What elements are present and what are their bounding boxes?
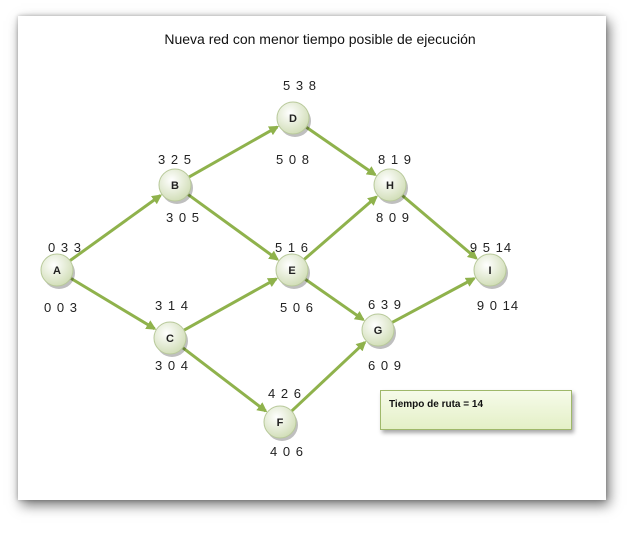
node-B-bottom-values: 3 0 5: [166, 210, 200, 225]
node-H-label: H: [386, 180, 394, 192]
edge-E-G: [304, 277, 365, 321]
node-H-top-values: 8 1 9: [378, 152, 412, 167]
node-C: [153, 321, 187, 355]
node-C-top-values: 3 1 4: [155, 298, 189, 313]
node-A-label: A: [53, 265, 61, 277]
node-C-label: C: [166, 333, 174, 345]
edge-E-H: [303, 195, 378, 261]
node-I: [473, 253, 507, 287]
node-E-label: E: [288, 265, 295, 277]
edge-C-F: [181, 346, 268, 413]
node-B: [158, 168, 192, 202]
node-D-bottom-values: 5 0 8: [276, 152, 310, 167]
edge-B-D: [188, 125, 280, 179]
node-H: [373, 168, 407, 202]
node-F-bottom-values: 4 0 6: [270, 444, 304, 459]
node-E-bottom-values: 5 0 6: [280, 300, 314, 315]
node-E-top-values: 5 1 6: [275, 240, 309, 255]
edge-C-E: [183, 277, 279, 332]
route-time-text: Tiempo de ruta = 14: [389, 399, 484, 410]
diagram-title: Nueva red con menor tiempo posible de ej…: [164, 31, 476, 47]
node-E: [275, 253, 309, 287]
edge-F-G: [290, 340, 367, 413]
edge-H-I: [401, 194, 478, 260]
node-G: [361, 313, 395, 347]
edge-D-H: [305, 125, 377, 177]
node-A-top-values: 0 3 3: [48, 240, 82, 255]
node-B-top-values: 3 2 5: [158, 152, 192, 167]
edge-A-C: [69, 276, 157, 331]
node-A-bottom-values: 0 0 3: [44, 300, 78, 315]
edge-A-B: [69, 194, 163, 262]
edge-G-I: [391, 277, 476, 324]
node-F-label: F: [277, 417, 284, 429]
node-G-top-values: 6 3 9: [368, 297, 402, 312]
node-H-bottom-values: 8 0 9: [376, 210, 410, 225]
node-C-bottom-values: 3 0 4: [155, 358, 189, 373]
node-I-label: I: [488, 265, 491, 277]
route-time-callout: Tiempo de ruta = 14: [380, 390, 572, 430]
node-F-top-values: 4 2 6: [268, 386, 302, 401]
edge-B-E: [187, 193, 280, 261]
node-I-bottom-values: 9 0 14: [476, 298, 520, 313]
node-D-top-values: 5 3 8: [283, 78, 317, 93]
node-I-top-values: 9 5 14: [469, 240, 513, 255]
node-G-bottom-values: 6 0 9: [368, 358, 402, 373]
node-F: [263, 405, 297, 439]
node-A: [40, 253, 74, 287]
node-D-label: D: [289, 113, 297, 125]
node-G-label: G: [374, 325, 383, 337]
node-B-label: B: [171, 180, 179, 192]
node-D: [276, 101, 310, 135]
